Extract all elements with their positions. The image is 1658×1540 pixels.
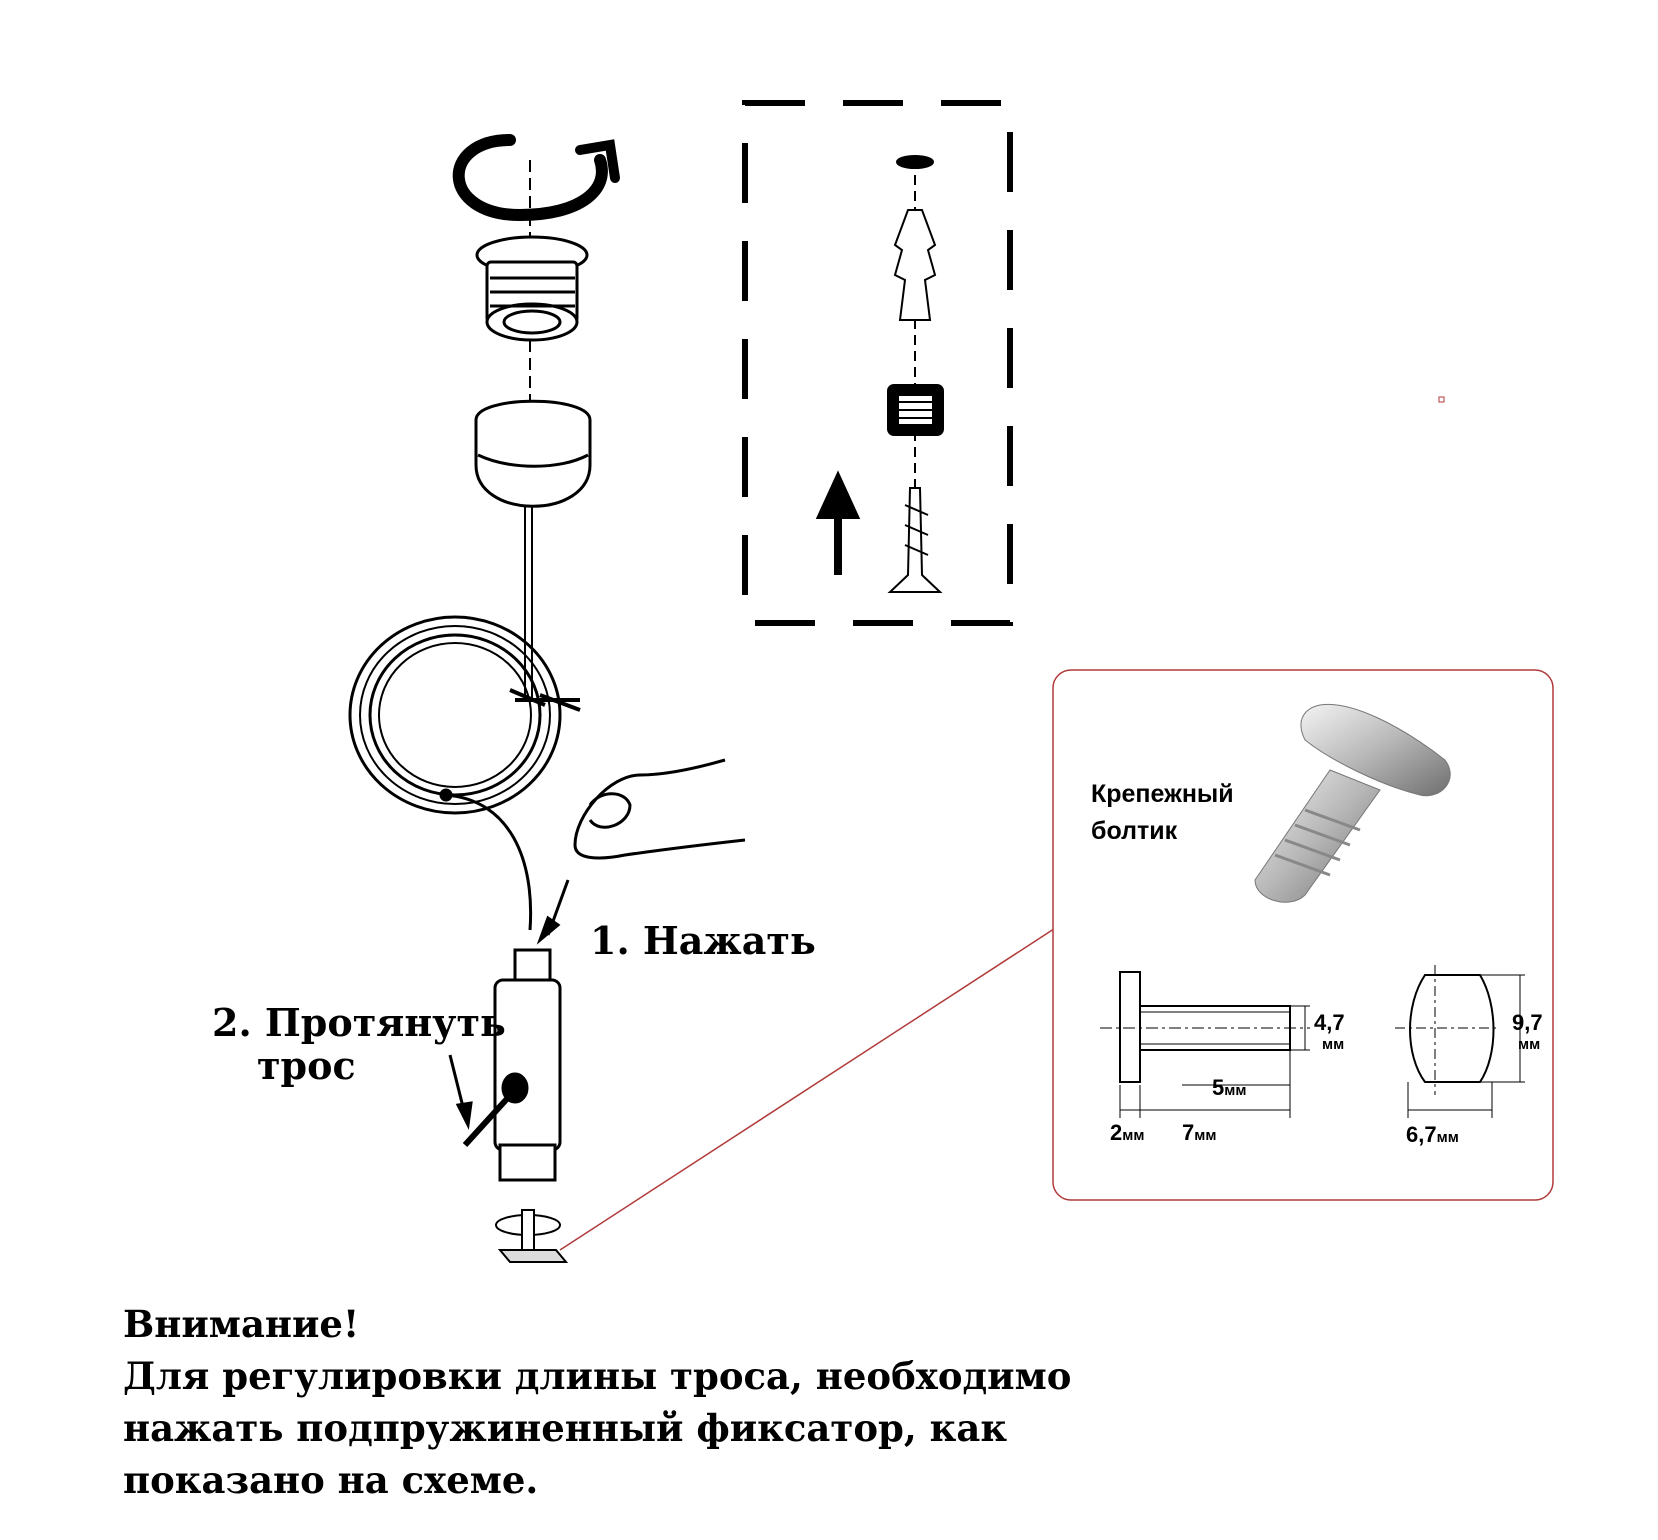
cable-coil-part [348,505,581,931]
dim-thread-diameter-value: 4,7 [1314,1010,1345,1035]
marker-square [1438,396,1445,403]
warning-note: Внимание! Для регулировки длины троса, н… [123,1298,1071,1506]
bolt-title: Крепежный болтик [1091,776,1234,850]
dim-total-length-value: 7 [1182,1120,1195,1145]
dim-head-width-value: 6,7 [1406,1122,1437,1147]
dim-head-width-unit: мм [1436,1129,1459,1146]
dim-head-thickness-unit: мм [1122,1127,1145,1144]
mounting-kit-parts [887,155,944,593]
bolt-photo [1254,703,1451,903]
step-pull-label: 2. Протянуть [212,1000,506,1045]
dim-total-length-unit: мм [1194,1127,1217,1144]
dim-head-length: 9,7 [1512,1010,1543,1036]
dim-thread-diameter: 4,7 [1314,1010,1345,1036]
cable-gripper-part [462,948,562,1182]
threaded-nut-part [475,235,589,342]
dim-thread-diameter-unit: мм [1322,1036,1345,1053]
step-press-label: 1. Нажать [590,918,816,963]
bolt-head-view [1395,965,1525,1118]
step-pull-label-line2: трос [257,1043,356,1088]
pull-arrow [448,1054,473,1131]
dim-thread-length-value: 5 [1212,1075,1225,1100]
finger-icon [573,758,746,860]
rotate-arrow-icon [452,134,620,222]
dim-thread-length: 5мм [1212,1075,1246,1101]
up-arrow [815,470,861,575]
canopy-cap-part [474,399,592,508]
press-arrow [536,879,570,945]
bolt-title-line2: болтик [1091,817,1178,845]
dim-head-width: 6,7мм [1406,1122,1459,1148]
warning-heading: Внимание! [123,1302,360,1346]
dim-head-thickness: 2мм [1110,1120,1144,1146]
warning-text-line2: нажать подпружиненный фиксатор, как [123,1406,1008,1450]
leader-line [559,924,1061,1251]
warning-text-line3: показано на схеме. [123,1458,539,1502]
mounting-kit-box [742,100,1013,626]
dim-thread-length-unit: мм [1224,1082,1247,1099]
small-bolt-part [495,1209,569,1263]
dim-total-length: 7мм [1182,1120,1216,1146]
bolt-title-line1: Крепежный [1091,780,1234,808]
dim-head-length-unit: мм [1518,1036,1541,1053]
dim-head-thickness-value: 2 [1110,1120,1123,1145]
bolt-side-view [1100,971,1310,1118]
dim-head-length-value: 9,7 [1512,1010,1543,1035]
warning-text-line1: Для регулировки длины троса, необходимо [123,1354,1072,1398]
